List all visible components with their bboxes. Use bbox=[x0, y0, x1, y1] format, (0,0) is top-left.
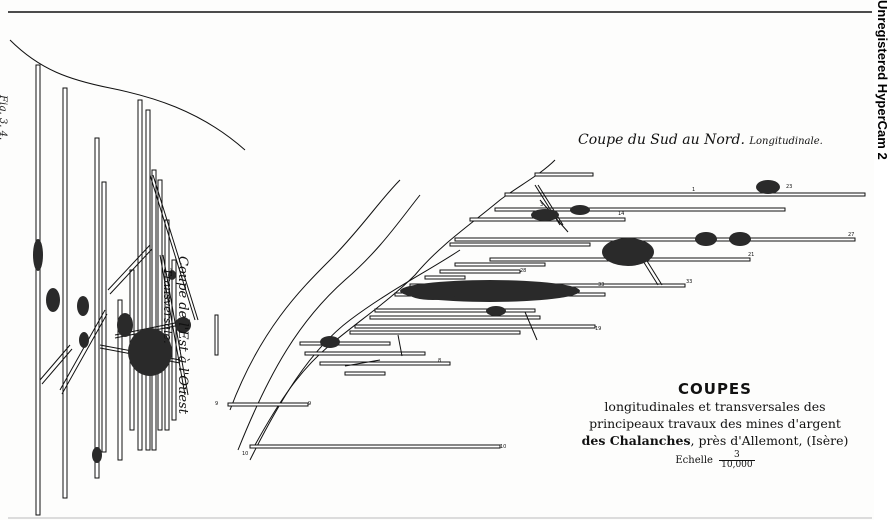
svg-text:27: 27 bbox=[848, 232, 854, 238]
gallery-numbers: 1 3 14 23 27 21 33 19 28 33 8 9 10 9 10 bbox=[215, 184, 854, 457]
transverse-section bbox=[9, 39, 246, 516]
valley-line-3 bbox=[249, 249, 461, 461]
title-line-1: longitudinales et transversales des bbox=[604, 399, 826, 414]
svg-text:14: 14 bbox=[618, 211, 624, 217]
transverse-title-sub: Transversale. bbox=[161, 268, 174, 344]
longitudinal-section: 1 3 14 23 27 21 33 19 28 33 8 9 10 9 10 bbox=[215, 159, 866, 457]
title-main: COUPES bbox=[678, 380, 752, 398]
svg-text:9: 9 bbox=[215, 401, 218, 407]
svg-text:28: 28 bbox=[520, 268, 526, 274]
terrain-profile-left bbox=[9, 39, 246, 151]
svg-text:21: 21 bbox=[748, 252, 754, 258]
valley-line-1 bbox=[229, 179, 401, 411]
title-line-2: principeaux travaux des mines d'argent bbox=[589, 416, 841, 431]
svg-text:19: 19 bbox=[595, 326, 601, 332]
scale-denominator: 10,000 bbox=[721, 460, 753, 470]
svg-text:1: 1 bbox=[692, 187, 695, 193]
scale-fraction: 3 10,000 bbox=[719, 451, 755, 470]
title-line-3: des Chalanches, près d'Allemont, (Isère) bbox=[560, 432, 870, 449]
svg-text:33: 33 bbox=[598, 282, 604, 288]
inclines bbox=[344, 184, 663, 367]
title-place-name: des Chalanches bbox=[581, 433, 691, 448]
figure-note: Fig. 3. 4. bbox=[0, 95, 8, 141]
svg-text:23: 23 bbox=[786, 184, 792, 190]
svg-text:10: 10 bbox=[242, 451, 248, 457]
watermark-strip: Unregistered HyperCam 2 bbox=[874, 0, 892, 520]
svg-text:10: 10 bbox=[500, 444, 506, 450]
svg-text:8: 8 bbox=[438, 358, 441, 364]
valley-line-2 bbox=[237, 194, 421, 451]
watermark-text: Unregistered HyperCam 2 bbox=[875, 0, 890, 160]
longitudinal-title-main: Coupe du Sud au Nord. bbox=[578, 132, 745, 148]
svg-text:9: 9 bbox=[308, 401, 311, 407]
transverse-title-main: Coupe de l'Est à l'Ouest bbox=[175, 256, 190, 414]
transverse-section-title: Coupe de l'Est à l'Ouest Transversale. bbox=[160, 256, 190, 414]
scale-numerator: 3 bbox=[719, 451, 755, 461]
ore-bodies-longitudinal bbox=[320, 180, 780, 348]
terrain-profile-right bbox=[254, 159, 556, 446]
scale-label: Echelle bbox=[675, 455, 713, 466]
scale-row: Echelle 3 10,000 bbox=[560, 451, 870, 470]
longitudinal-section-title: Coupe du Sud au Nord. Longitudinale. bbox=[578, 132, 823, 148]
title-cartouche: COUPES longitudinales et transversales d… bbox=[560, 380, 870, 470]
longitudinal-title-sub: Longitudinale. bbox=[749, 136, 823, 147]
shafts bbox=[35, 64, 219, 516]
svg-text:3: 3 bbox=[540, 202, 543, 208]
valley-lines bbox=[229, 179, 461, 461]
ore-bodies-transverse bbox=[33, 239, 191, 463]
title-place-rest: , près d'Allemont, (Isère) bbox=[690, 433, 849, 448]
svg-text:33: 33 bbox=[686, 279, 692, 285]
